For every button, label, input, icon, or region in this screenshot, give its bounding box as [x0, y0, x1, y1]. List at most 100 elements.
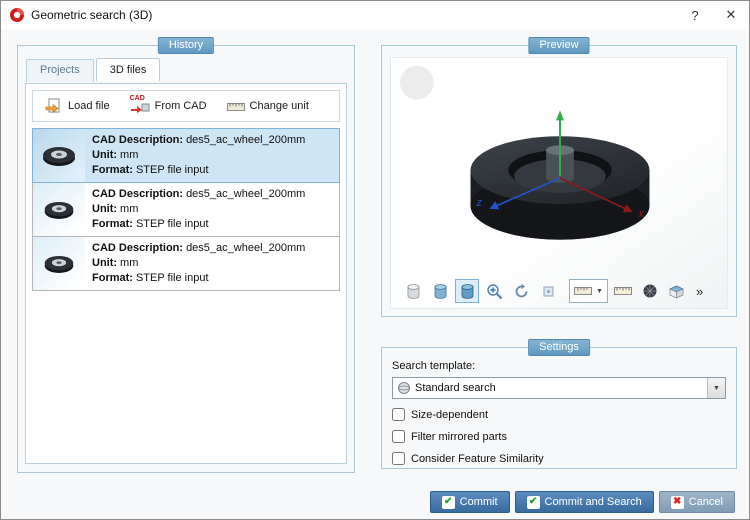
settings-group: Settings Search template: Standard searc…	[381, 339, 737, 469]
preview-canvas[interactable]: x z	[390, 57, 728, 309]
unit-label: Unit:	[92, 257, 118, 269]
commit-label: Commit	[459, 496, 498, 508]
dialog-content: History Projects 3D files Load file	[1, 29, 749, 519]
close-button[interactable]: ✕	[713, 1, 749, 29]
consider-feature-similarity-checkbox[interactable]	[392, 452, 405, 465]
cylinder-view-icon	[407, 283, 419, 299]
wheel-thumbnail	[33, 237, 85, 290]
section-view-icon	[669, 285, 685, 299]
pan-view-icon	[543, 286, 553, 296]
commit-and-search-button[interactable]: ✔ Commit and Search	[514, 491, 654, 513]
history-tabs: Projects 3D files	[26, 58, 162, 82]
wheel-thumbnail	[33, 129, 85, 182]
measure-tool-dropdown[interactable]: ▼	[569, 279, 608, 303]
search-template-icon	[393, 381, 415, 395]
solid-view-button[interactable]	[455, 279, 479, 303]
size-dependent-checkbox[interactable]	[392, 408, 405, 421]
x-axis-arrow	[622, 204, 633, 213]
tab-projects[interactable]: Projects	[26, 59, 94, 82]
z-axis-arrow	[489, 201, 500, 210]
ruler-button[interactable]	[611, 279, 635, 303]
3d-files-tab-page: Load file CAD From CAD	[25, 83, 347, 464]
commit-and-search-label: Commit and Search	[544, 496, 642, 508]
cross-icon: ✖	[670, 495, 684, 509]
cad-description-label: CAD Description:	[92, 134, 184, 146]
z-axis	[496, 177, 561, 207]
wheel-icon	[43, 146, 75, 166]
cad-file-meta: CAD Description:des5_ac_wheel_200mm Unit…	[85, 237, 339, 290]
background-sphere	[399, 65, 434, 100]
settings-inner: Search template: Standard search ▼	[382, 348, 736, 468]
history-group: History Projects 3D files Load file	[17, 37, 355, 473]
format-value: STEP file input	[135, 164, 209, 176]
cad-file-item[interactable]: CAD Description:des5_ac_wheel_200mm Unit…	[32, 236, 340, 291]
load-file-icon	[45, 98, 60, 114]
format-value: STEP file input	[135, 218, 209, 230]
from-cad-icon: CAD	[129, 95, 150, 116]
shaded-view-icon	[434, 283, 446, 299]
mesh-view-button[interactable]	[638, 279, 662, 303]
feature-similarity-row: Consider Feature Similarity	[392, 452, 726, 465]
cad-badge: CAD	[129, 95, 145, 102]
sphere-icon	[398, 382, 410, 394]
zoom-button[interactable]	[482, 279, 506, 303]
format-value: STEP file input	[135, 272, 209, 284]
commit-button[interactable]: ✔ Commit	[429, 491, 510, 513]
load-file-label: Load file	[68, 100, 110, 112]
preview-group: Preview	[381, 37, 737, 317]
cad-file-item[interactable]: CAD Description:des5_ac_wheel_200mm Unit…	[32, 128, 340, 183]
z-axis-label: z	[475, 197, 482, 209]
more-tools-button[interactable]: »	[692, 284, 707, 299]
unit-label: Unit:	[92, 203, 118, 215]
search-template-label: Search template:	[392, 360, 476, 372]
y-axis-arrow	[556, 110, 564, 121]
settings-group-label: Settings	[528, 339, 590, 356]
measure-ruler-icon	[574, 287, 592, 295]
search-template-value: Standard search	[415, 382, 496, 394]
from-cad-button[interactable]: CAD From CAD	[120, 92, 217, 120]
format-label: Format:	[92, 164, 133, 176]
load-file-button[interactable]: Load file	[35, 94, 120, 118]
history-group-label: History	[157, 37, 215, 54]
size-dependent-row: Size-dependent	[392, 408, 726, 421]
wheel-icon	[44, 201, 74, 219]
cad-description-value: des5_ac_wheel_200mm	[186, 242, 306, 254]
check-icon: ✔	[441, 495, 455, 509]
cad-file-item[interactable]: CAD Description:des5_ac_wheel_200mm Unit…	[32, 182, 340, 237]
unit-value: mm	[120, 149, 139, 161]
preview-toolbar: ▼	[401, 279, 721, 303]
unit-label: Unit:	[92, 149, 118, 161]
cad-description-value: des5_ac_wheel_200mm	[186, 188, 306, 200]
section-view-button[interactable]	[665, 279, 689, 303]
cancel-button[interactable]: ✖ Cancel	[658, 491, 735, 513]
cad-file-meta: CAD Description:des5_ac_wheel_200mm Unit…	[85, 129, 339, 182]
change-unit-button[interactable]: Change unit	[217, 96, 319, 116]
cylinder-view-button[interactable]	[401, 279, 425, 303]
rotate-view-button[interactable]	[509, 279, 533, 303]
dropdown-arrow-icon: ▼	[596, 287, 603, 295]
window-title: Geometric search (3D)	[31, 8, 153, 22]
x-axis-label: x	[638, 208, 645, 220]
titlebar: Geometric search (3D) ? ✕	[1, 1, 749, 29]
help-button[interactable]: ?	[677, 1, 713, 29]
pan-view-button[interactable]	[536, 279, 560, 303]
shaded-view-button[interactable]	[428, 279, 452, 303]
cancel-label: Cancel	[688, 496, 723, 508]
consider-feature-similarity-label: Consider Feature Similarity	[411, 452, 544, 465]
ruler-icon	[226, 102, 245, 111]
footer-buttons: ✔ Commit ✔ Commit and Search ✖ Cancel	[429, 491, 735, 513]
filter-mirrored-parts-checkbox[interactable]	[392, 430, 405, 443]
unit-value: mm	[120, 257, 139, 269]
wheel-thumbnail	[33, 183, 85, 236]
app-logo-icon	[10, 8, 24, 22]
cad-description-label: CAD Description:	[92, 188, 184, 200]
search-template-combobox[interactable]: Standard search ▼	[392, 377, 726, 399]
tab-3d-files[interactable]: 3D files	[95, 58, 161, 81]
cad-file-list: CAD Description:des5_ac_wheel_200mm Unit…	[32, 128, 340, 291]
search-template-dropdown-button[interactable]: ▼	[707, 378, 725, 398]
format-label: Format:	[92, 272, 133, 284]
unit-value: mm	[120, 203, 139, 215]
filter-mirrored-parts-label: Filter mirrored parts	[411, 430, 507, 443]
cad-description-value: des5_ac_wheel_200mm	[186, 134, 306, 146]
